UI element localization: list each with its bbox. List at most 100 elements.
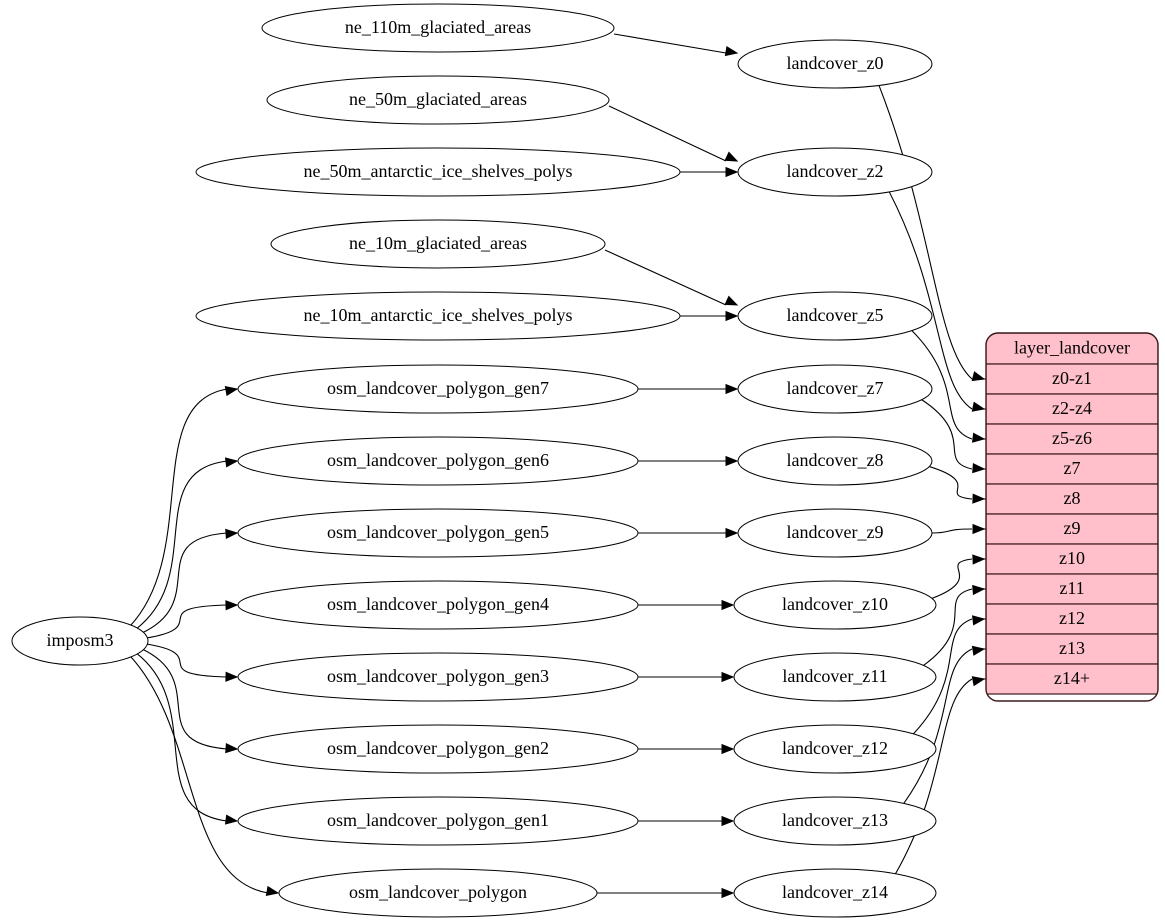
- node-label: osm_landcover_polygon_gen7: [327, 378, 549, 398]
- node-shape: [266, 75, 610, 125]
- edge-osm_landcover_polygon-to-landcover_z14: [597, 887, 735, 899]
- table-row-label-z0-z1: z0-z1: [1052, 368, 1092, 388]
- table-row-label-z10: z10: [1059, 548, 1085, 568]
- arrow-head-icon: [721, 887, 735, 899]
- table-row-z10[interactable]: [986, 543, 1158, 575]
- node-landcover_z2[interactable]: landcover_z2: [737, 147, 933, 197]
- edge-ne_10m_antarctic_ice_shelves_polys-to-landcover_z5: [680, 310, 739, 322]
- node-label: osm_landcover_polygon_gen2: [327, 738, 549, 758]
- node-landcover_z7[interactable]: landcover_z7: [737, 364, 933, 414]
- node-osm_landcover_polygon_gen5[interactable]: osm_landcover_polygon_gen5: [237, 508, 639, 558]
- edge-line: [895, 678, 973, 875]
- edge-osm_landcover_polygon_gen5-to-landcover_z9: [638, 527, 739, 539]
- node-landcover_z10[interactable]: landcover_z10: [733, 580, 937, 630]
- edge-landcover_z5-to-table-row-z5-z6: [911, 330, 986, 443]
- node-shape: [733, 580, 937, 630]
- table-row-label-z14+: z14+: [1054, 668, 1090, 688]
- node-landcover_z5[interactable]: landcover_z5: [737, 291, 933, 341]
- table-row-label-z7: z7: [1064, 458, 1081, 478]
- arrow-head-icon: [225, 600, 239, 611]
- edge-landcover_z12-to-table-row-z12: [912, 615, 986, 735]
- edge-landcover_z11-to-table-row-z11: [923, 584, 986, 666]
- node-shape: [737, 508, 933, 558]
- edge-osm_landcover_polygon_gen2-to-landcover_z12: [638, 743, 735, 755]
- node-label: ne_10m_antarctic_ice_shelves_polys: [304, 305, 573, 325]
- node-osm_landcover_polygon_gen6[interactable]: osm_landcover_polygon_gen6: [237, 436, 639, 486]
- node-label: osm_landcover_polygon_gen5: [327, 522, 549, 542]
- node-shape: [237, 580, 639, 630]
- arrow-head-icon: [725, 166, 739, 178]
- node-osm_landcover_polygon_gen1[interactable]: osm_landcover_polygon_gen1: [237, 796, 639, 846]
- arrow-head-icon: [225, 671, 239, 682]
- node-shape: [737, 291, 933, 341]
- node-label: landcover_z5: [787, 305, 884, 325]
- arrow-head-icon: [721, 743, 735, 755]
- edge-line: [141, 648, 228, 750]
- node-ne_50m_glaciated_areas[interactable]: ne_50m_glaciated_areas: [266, 75, 610, 125]
- table-header-label: layer_landcover: [1014, 338, 1130, 358]
- node-landcover_z9[interactable]: landcover_z9: [737, 508, 933, 558]
- node-ne_10m_glaciated_areas[interactable]: ne_10m_glaciated_areas: [270, 219, 606, 269]
- node-ne_10m_antarctic_ice_shelves_polys[interactable]: ne_10m_antarctic_ice_shelves_polys: [195, 291, 681, 341]
- table-row-label-z12: z12: [1059, 608, 1085, 628]
- node-label: landcover_z14: [782, 882, 888, 902]
- layer-landcover-table[interactable]: layer_landcoverz0-z1z2-z4z5-z6z7z8z9z10z…: [985, 332, 1159, 702]
- edge-line: [135, 652, 228, 822]
- node-osm_landcover_polygon_gen7[interactable]: osm_landcover_polygon_gen7: [237, 364, 639, 414]
- node-shape: [733, 868, 937, 918]
- node-ne_50m_antarctic_ice_shelves_polys[interactable]: ne_50m_antarctic_ice_shelves_polys: [195, 147, 681, 197]
- nodes-layer: imposm3 ne_110m_glaciated_areas ne_50m_gla…: [11, 3, 937, 918]
- node-label: landcover_z11: [782, 666, 887, 686]
- node-shape: [733, 796, 937, 846]
- node-label: osm_landcover_polygon_gen1: [327, 810, 549, 830]
- table-row-z14+[interactable]: [986, 663, 1158, 695]
- node-osm_landcover_polygon_gen2[interactable]: osm_landcover_polygon_gen2: [237, 724, 639, 774]
- edge-line: [931, 558, 973, 599]
- node-shape: [195, 147, 681, 197]
- edge-line: [129, 655, 269, 894]
- node-ne_110m_glaciated_areas[interactable]: ne_110m_glaciated_areas: [261, 3, 615, 53]
- arrow-head-icon: [971, 371, 986, 382]
- table-row-label-z8: z8: [1064, 488, 1081, 508]
- arrow-head-icon: [225, 743, 239, 754]
- edge-imposm3-to-osm_landcover_polygon_gen6: [135, 457, 239, 630]
- table-row-z0-z1[interactable]: [986, 363, 1158, 395]
- node-landcover_z13[interactable]: landcover_z13: [733, 796, 937, 846]
- arrow-head-icon: [971, 401, 986, 412]
- node-label: osm_landcover_polygon_gen6: [327, 450, 549, 470]
- node-osm_landcover_polygon[interactable]: osm_landcover_polygon: [278, 868, 598, 918]
- node-shape: [270, 219, 606, 269]
- table-row-z12[interactable]: [986, 603, 1158, 635]
- table-row-z8[interactable]: [986, 483, 1158, 515]
- table-row-z5-z6[interactable]: [986, 423, 1158, 455]
- node-landcover_z8[interactable]: landcover_z8: [737, 436, 933, 486]
- node-landcover_z12[interactable]: landcover_z12: [733, 724, 937, 774]
- edge-line: [903, 648, 973, 804]
- node-osm_landcover_polygon_gen3[interactable]: osm_landcover_polygon_gen3: [237, 652, 639, 702]
- node-imposm3[interactable]: imposm3: [11, 616, 149, 666]
- table-row-label-z9: z9: [1064, 518, 1081, 538]
- node-landcover_z11[interactable]: landcover_z11: [733, 652, 937, 702]
- table-row-z13[interactable]: [986, 633, 1158, 665]
- edge-ne_50m_antarctic_ice_shelves_polys-to-landcover_z2: [680, 166, 739, 178]
- node-landcover_z14[interactable]: landcover_z14: [733, 868, 937, 918]
- node-shape: [237, 508, 639, 558]
- table-row-z9[interactable]: [986, 513, 1158, 545]
- edge-line: [929, 466, 973, 500]
- node-osm_landcover_polygon_gen4[interactable]: osm_landcover_polygon_gen4: [237, 580, 639, 630]
- arrow-head-icon: [721, 815, 735, 827]
- arrow-head-icon: [224, 457, 239, 468]
- node-shape: [237, 796, 639, 846]
- table-row-z7[interactable]: [986, 453, 1158, 485]
- node-shape: [733, 724, 937, 774]
- edge-line: [608, 105, 727, 162]
- node-shape: [237, 724, 639, 774]
- table-row-z11[interactable]: [986, 573, 1158, 605]
- edge-line: [144, 643, 228, 678]
- arrow-head-icon: [724, 151, 739, 162]
- arrow-head-icon: [224, 385, 239, 397]
- table-row-label-z11: z11: [1059, 578, 1084, 598]
- node-landcover_z0[interactable]: landcover_z0: [737, 39, 933, 89]
